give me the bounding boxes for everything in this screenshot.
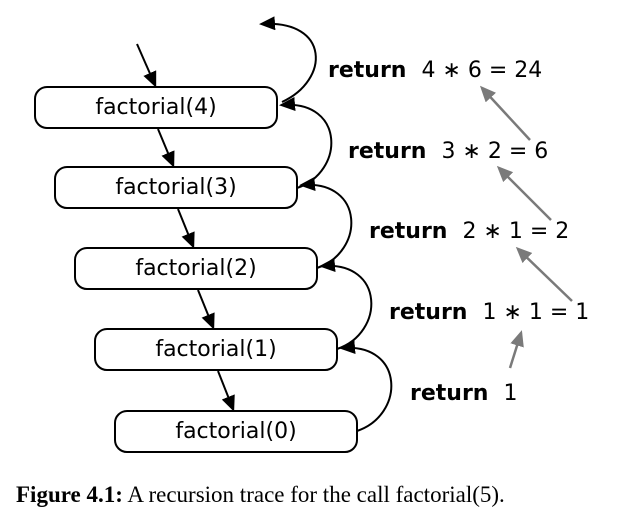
call-label: factorial(2) bbox=[135, 256, 256, 281]
return-label-factorial-2: return 2 ∗ 1 = 2 bbox=[369, 219, 569, 244]
return-label-factorial-4: return 4 ∗ 6 = 24 bbox=[328, 58, 542, 83]
value-flow-arrow bbox=[515, 246, 573, 302]
return-expression: 1 bbox=[503, 381, 517, 406]
return-label-factorial-1: return 1 ∗ 1 = 1 bbox=[389, 300, 589, 325]
return-expression: 2 ∗ 1 = 2 bbox=[462, 219, 569, 244]
figure-number: Figure 4.1: bbox=[16, 482, 123, 507]
return-arrow bbox=[339, 340, 393, 432]
call-arrow bbox=[217, 370, 235, 412]
call-label: factorial(1) bbox=[155, 337, 276, 362]
figure-caption: Figure 4.1: A recursion trace for the ca… bbox=[16, 482, 636, 508]
call-arrow bbox=[177, 208, 195, 249]
call-box-factorial-4: factorial(4) bbox=[34, 86, 278, 129]
initial-call-arrow bbox=[136, 43, 157, 88]
return-keyword: return bbox=[389, 300, 467, 325]
return-label-factorial-0: return 1 bbox=[410, 381, 517, 406]
caption-text: A recursion trace for the call factorial… bbox=[127, 482, 505, 507]
call-label: factorial(0) bbox=[175, 419, 296, 444]
call-arrow bbox=[197, 289, 215, 330]
call-box-factorial-1: factorial(1) bbox=[94, 328, 338, 371]
final-return-arrow bbox=[259, 16, 317, 103]
return-expression: 4 ∗ 6 = 24 bbox=[421, 58, 542, 83]
return-keyword: return bbox=[328, 58, 406, 83]
value-flow-arrow bbox=[508, 330, 524, 369]
return-keyword: return bbox=[410, 381, 488, 406]
value-flow-arrow bbox=[496, 165, 552, 221]
return-keyword: return bbox=[348, 139, 426, 164]
call-label: factorial(4) bbox=[95, 95, 216, 120]
call-box-factorial-2: factorial(2) bbox=[74, 247, 318, 290]
value-flow-arrow bbox=[479, 85, 531, 141]
call-box-factorial-3: factorial(3) bbox=[54, 166, 298, 209]
return-keyword: return bbox=[369, 219, 447, 244]
return-expression: 3 ∗ 2 = 6 bbox=[441, 139, 548, 164]
call-arrow bbox=[157, 128, 175, 168]
return-label-factorial-3: return 3 ∗ 2 = 6 bbox=[348, 139, 548, 164]
return-expression: 1 ∗ 1 = 1 bbox=[482, 300, 589, 325]
call-box-factorial-0: factorial(0) bbox=[114, 410, 358, 453]
call-label: factorial(3) bbox=[115, 175, 236, 200]
